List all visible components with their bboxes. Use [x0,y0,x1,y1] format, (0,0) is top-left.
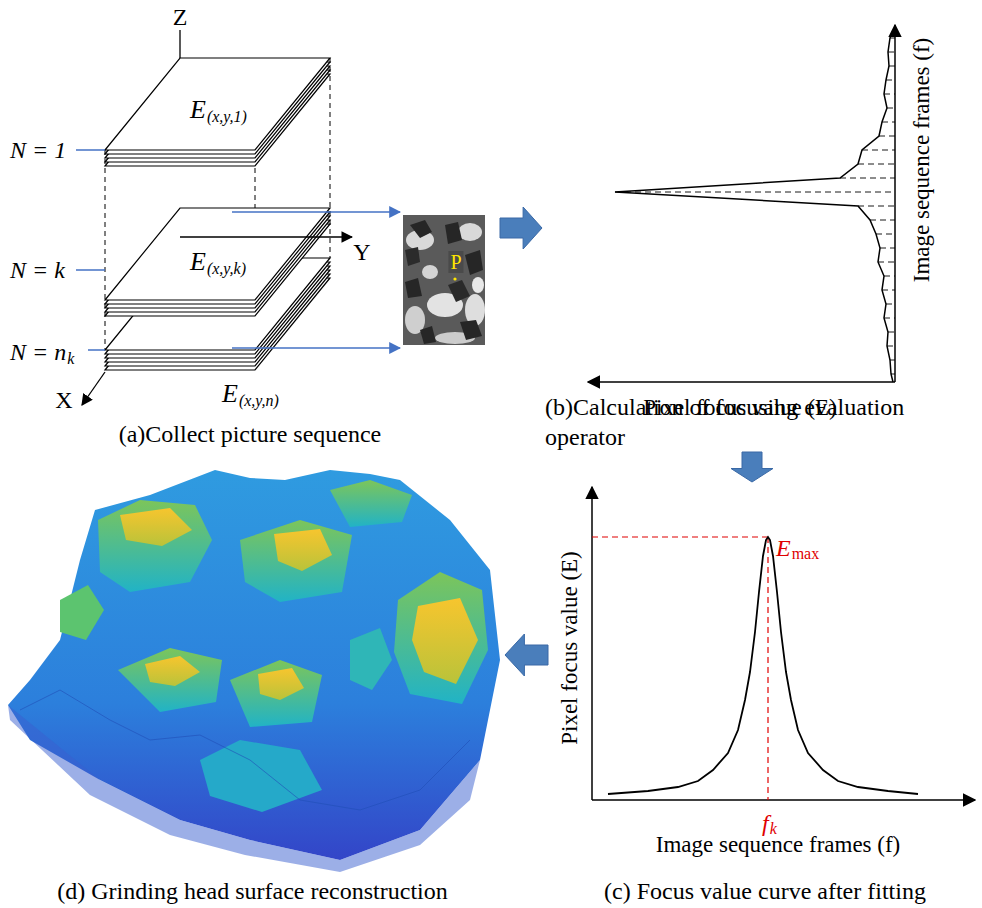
focus-graph [588,25,895,382]
subscript: (x,y,1) [207,108,247,126]
panel-caption: (a)Collect picture sequence [4,420,496,448]
axis-title: Pixel focus value (E) [557,551,582,745]
axis-title: Pixel focus value (E) [643,395,837,420]
subscript: (x,y,n) [239,392,279,410]
axis-label: X [55,387,72,413]
subscript: k [67,350,74,368]
point-label: P [448,251,463,273]
microscope-image [403,215,485,345]
block-arrow [731,452,773,482]
frame-index: N = 1 [10,137,66,163]
symbol: E [222,380,238,409]
block-arrow [500,207,542,249]
panel-caption: (d) Grinding head surface reconstruction [4,877,501,905]
symbol: E [190,248,206,277]
fitted-curve-graph [592,487,975,800]
axis-label: Y [353,239,370,265]
panel-region: (d) Grinding head surface reconstruction [0,460,505,905]
panel-region: (a)Collect picture sequence [0,0,500,448]
image-stack [76,30,400,405]
surface-reconstruction [8,470,500,872]
axis-label: Z [173,4,188,30]
peak-label: E [776,535,791,561]
subscript: (x,y,k) [207,260,246,278]
frame-index: N = k [10,257,65,283]
axis-title: Image sequence frames (f) [656,832,901,857]
block-arrow [505,634,548,676]
symbol: E [190,96,206,125]
axis-title: Image sequence frames (f) [909,38,934,283]
subscript: max [792,545,820,563]
panel-caption: (c) Focus value curve after fitting [552,877,978,905]
frame-index: N = n [10,339,66,365]
peak-frame-label: f [762,810,769,836]
